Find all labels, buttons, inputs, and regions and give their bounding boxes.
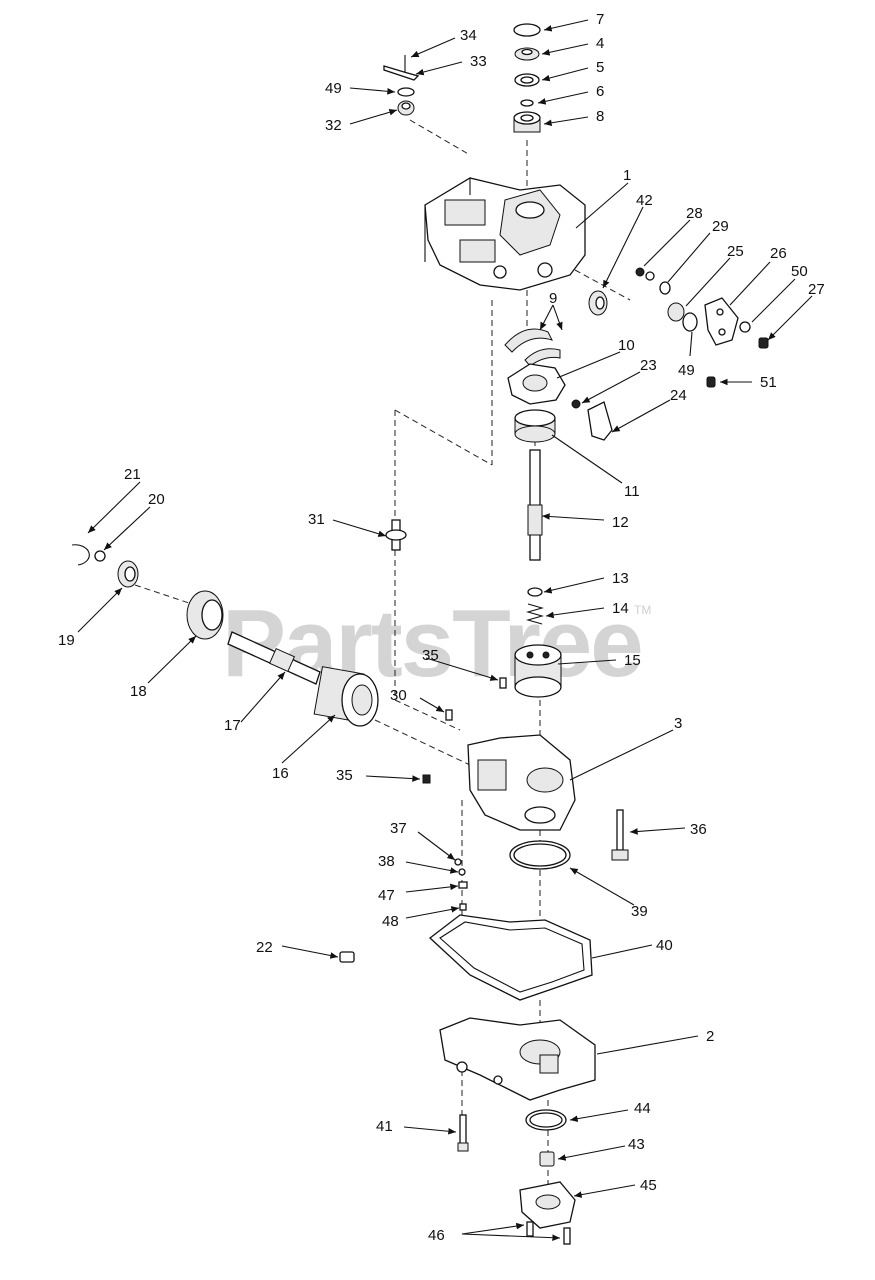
part-fasteners-right: [706, 321, 769, 388]
callout-24: 24: [670, 387, 687, 404]
callout-9: 9: [549, 290, 557, 307]
callout-38: 38: [378, 853, 395, 870]
part-shaft-seal-set: [635, 267, 698, 332]
callout-35-lower: 35: [336, 767, 353, 784]
part-filter-o-ring: [525, 1109, 567, 1131]
callout-18: 18: [130, 683, 147, 700]
callout-20: 20: [148, 491, 165, 508]
callout-48: 48: [382, 913, 399, 930]
part-cover-bolt: [457, 1114, 469, 1152]
callout-1: 1: [623, 167, 631, 184]
callout-10: 10: [618, 337, 635, 354]
part-axle-bearing: [186, 590, 224, 640]
callout-34: 34: [460, 27, 477, 44]
callout-labels: 7 4 5 6 8 34 33 49 32 1 42 28 29 25 26 5…: [58, 11, 825, 1244]
part-upper-housing: [424, 177, 586, 291]
part-seal: [514, 73, 540, 87]
callout-39: 39: [631, 903, 648, 920]
callout-45: 45: [640, 1177, 657, 1194]
part-thrust-bearing-halves: [504, 328, 561, 367]
callout-30: 30: [390, 687, 407, 704]
callout-2: 2: [706, 1028, 714, 1045]
callout-27: 27: [808, 281, 825, 298]
part-washer: [514, 47, 540, 61]
callout-35-upper: 35: [422, 647, 439, 664]
callout-13: 13: [612, 570, 629, 587]
callout-7: 7: [596, 11, 604, 28]
callout-5: 5: [596, 59, 604, 76]
leader-lines: [77, 19, 813, 1241]
part-center-bolt: [611, 809, 629, 861]
part-control-arm-pin: [383, 55, 420, 116]
callout-11: 11: [624, 483, 640, 500]
callout-21: 21: [124, 466, 141, 483]
part-motor-assembly: [313, 666, 379, 727]
part-axle-retainer-set: [71, 544, 139, 588]
part-o-ring: [520, 99, 534, 107]
callout-44: 44: [634, 1100, 651, 1117]
callout-19: 19: [58, 632, 75, 649]
callout-40: 40: [656, 937, 673, 954]
callout-26: 26: [770, 245, 787, 262]
callout-3: 3: [674, 715, 682, 732]
part-gasket: [428, 914, 593, 1001]
part-snap-ring: [513, 23, 541, 37]
part-check-valve-set: [454, 858, 468, 911]
callout-32: 32: [325, 117, 342, 134]
part-control-bracket: [704, 297, 739, 346]
callout-33: 33: [470, 53, 487, 70]
callout-46: 46: [428, 1227, 445, 1244]
callout-37: 37: [390, 820, 407, 837]
part-filter-housing: [519, 1181, 576, 1229]
callout-12: 12: [612, 514, 629, 531]
callout-31: 31: [308, 511, 325, 528]
callout-17: 17: [224, 717, 241, 734]
callout-43: 43: [628, 1136, 645, 1153]
part-side-bearing: [588, 290, 608, 316]
part-housing-o-ring: [509, 840, 571, 870]
callout-51: 51: [760, 374, 777, 391]
callout-49-right: 49: [678, 362, 695, 379]
part-dowel-pins: [422, 677, 507, 784]
callout-23: 23: [640, 357, 657, 374]
part-pump-cylinder-block: [514, 409, 556, 443]
part-swashplate: [507, 363, 566, 405]
part-output-shaft: [227, 631, 321, 685]
callout-28: 28: [686, 205, 703, 222]
part-spring-and-ring: [525, 587, 545, 625]
part-bearing: [513, 111, 541, 133]
part-motor-cylinder-block: [514, 644, 562, 698]
part-trunnion-arm: [571, 399, 613, 441]
part-input-shaft: [527, 449, 543, 561]
part-center-section: [467, 734, 576, 831]
part-bypass-valve: [385, 519, 407, 551]
watermark-trademark: TM: [634, 603, 651, 617]
part-filter: [539, 1151, 555, 1167]
callout-14: 14: [612, 600, 629, 617]
part-plug: [339, 951, 355, 963]
callout-47: 47: [378, 887, 395, 904]
callout-22: 22: [256, 939, 273, 956]
callout-16: 16: [272, 765, 289, 782]
callout-49-top: 49: [325, 80, 342, 97]
watermark-text: PartsTree: [222, 590, 642, 697]
callout-42: 42: [636, 192, 653, 209]
callout-15: 15: [624, 652, 641, 669]
part-lower-cover: [439, 1017, 596, 1101]
callout-36: 36: [690, 821, 707, 838]
callout-8: 8: [596, 108, 604, 125]
part-filter-screws: [526, 1221, 571, 1245]
callout-6: 6: [596, 83, 604, 100]
callout-41: 41: [376, 1118, 393, 1135]
callout-4: 4: [596, 35, 604, 52]
callout-25: 25: [727, 243, 744, 260]
callout-50: 50: [791, 263, 808, 280]
callout-29: 29: [712, 218, 729, 235]
